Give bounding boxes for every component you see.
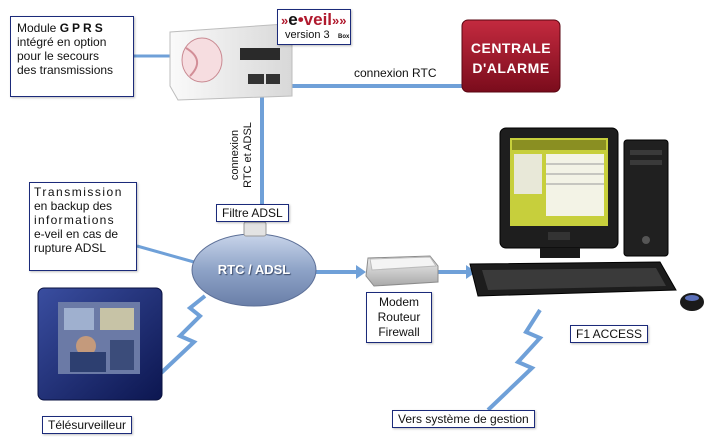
transmission-pointer bbox=[136, 244, 195, 264]
modem-label-box: Modem Routeur Firewall bbox=[366, 292, 432, 343]
modem-line1: Modem bbox=[378, 295, 419, 309]
trans-line3: informations bbox=[34, 213, 115, 227]
telesurveilleur-image bbox=[37, 287, 163, 401]
gprs-line4: des transmissions bbox=[17, 63, 114, 77]
logo-dot: • bbox=[297, 10, 304, 29]
gprs-line1-text: Module bbox=[17, 21, 60, 35]
eveil-brand-box: »e•veil»» version 3 Box bbox=[277, 9, 351, 45]
trans-line5: rupture ADSL bbox=[34, 241, 107, 255]
filtre-adapter-icon bbox=[243, 221, 267, 237]
trans-line1: Transmission bbox=[34, 185, 123, 199]
box-label: Box bbox=[338, 34, 350, 40]
centrale-line2: D'ALARME bbox=[472, 60, 550, 76]
vertical-connexion-label: connexion RTC et ADSL bbox=[226, 100, 260, 204]
telesurveilleur-label: Télésurveilleur bbox=[42, 416, 133, 434]
logo-e: e bbox=[288, 10, 298, 29]
gprs-line2: intégré en option bbox=[17, 35, 107, 49]
cloud-label: RTC / ADSL bbox=[217, 262, 291, 277]
centrale-alarme-box bbox=[461, 19, 561, 93]
vertical-line2: RTC et ADSL bbox=[242, 122, 254, 188]
centrale-title: CENTRALE D'ALARME bbox=[462, 38, 560, 78]
logo-suffix: »» bbox=[332, 13, 347, 28]
gprs-line1: Module GPRS bbox=[17, 21, 127, 35]
trans-line4: e-veil en cas de bbox=[34, 227, 119, 241]
eveil-logo: »e•veil»» bbox=[281, 10, 346, 31]
centrale-line1: CENTRALE bbox=[470, 40, 552, 56]
vertical-text-wrap: connexion RTC et ADSL bbox=[229, 101, 255, 209]
gprs-info-box: Module GPRS intégré en option pour le se… bbox=[10, 16, 134, 97]
logo-veil: veil bbox=[303, 10, 333, 29]
f1-access-label: F1 ACCESS bbox=[570, 325, 649, 343]
modem-line3: Firewall bbox=[378, 325, 420, 339]
gprs-line3: pour le secours bbox=[17, 49, 100, 63]
trans-line2: en backup des bbox=[34, 199, 113, 213]
modem-device bbox=[365, 255, 439, 287]
vers-systeme-label: Vers système de gestion bbox=[392, 410, 535, 428]
wireless-link-tele bbox=[158, 294, 207, 376]
wireless-link-vers bbox=[486, 308, 544, 412]
modem-line2: Routeur bbox=[377, 310, 421, 324]
computer-workstation bbox=[469, 127, 704, 311]
version-label: version 3 bbox=[285, 29, 330, 41]
eveil-box-device bbox=[169, 23, 293, 101]
vertical-line1: connexion bbox=[229, 129, 241, 181]
cloud-modem-arrow bbox=[356, 265, 366, 279]
filtre-adsl-label: Filtre ADSL bbox=[216, 204, 289, 222]
logo-prefix: » bbox=[281, 13, 289, 28]
gprs-line1-bold: GPRS bbox=[59, 21, 106, 35]
modem-pc-arrow bbox=[466, 265, 476, 279]
transmission-info-box: Transmission en backup des informations … bbox=[29, 182, 137, 271]
connexion-rtc-label: connexion RTC bbox=[352, 66, 439, 80]
